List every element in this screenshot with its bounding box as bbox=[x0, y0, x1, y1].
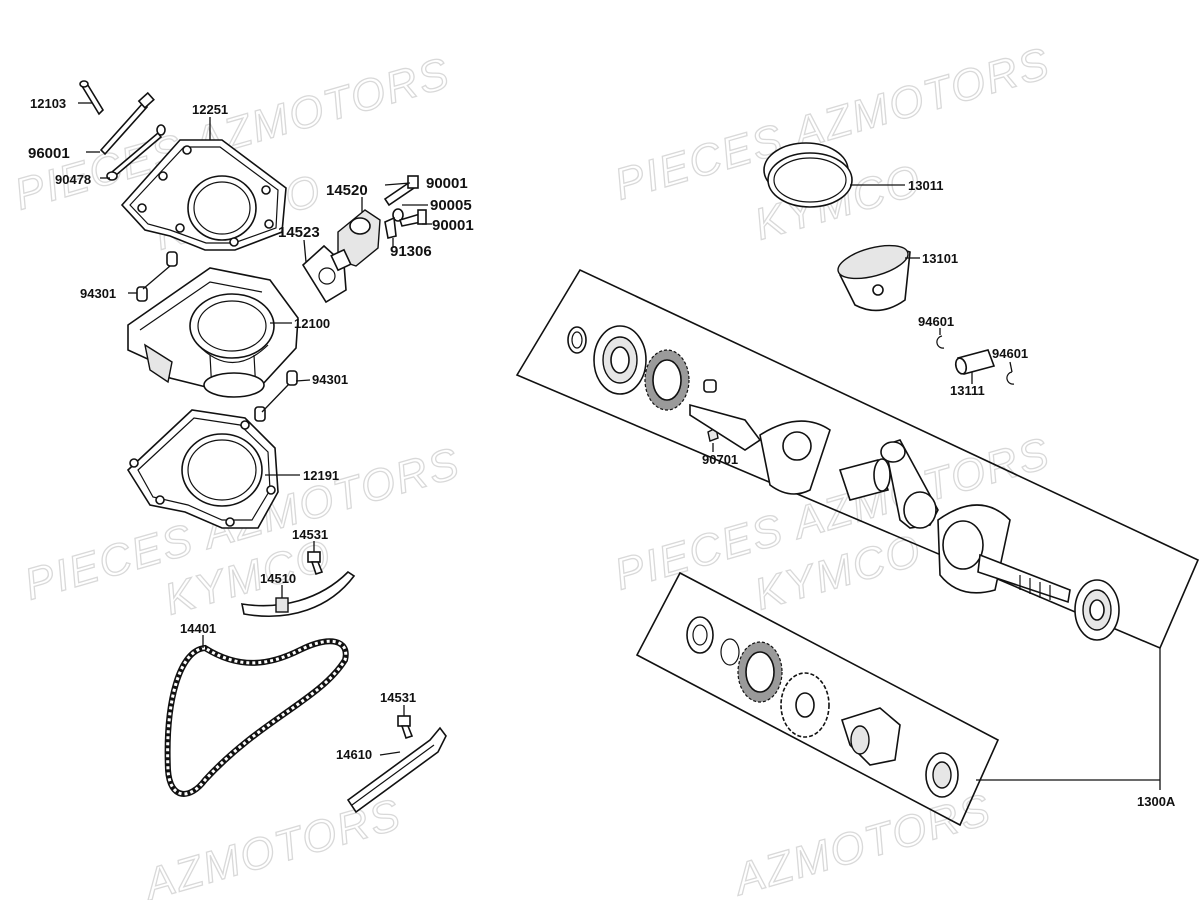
label-90001-b: 90001 bbox=[432, 217, 474, 234]
label-1300A: 1300A bbox=[1137, 794, 1176, 809]
balancer-assembly-frame bbox=[635, 571, 1000, 827]
label-94601-a: 94601 bbox=[918, 314, 954, 329]
label-13011: 13011 bbox=[908, 178, 943, 193]
chain-guide-14510-icon bbox=[240, 570, 356, 617]
label-94301-a: 94301 bbox=[80, 286, 116, 301]
leader-lines bbox=[78, 102, 1013, 756]
label-90001-a: 90001 bbox=[426, 175, 468, 192]
bolt-90001-icon bbox=[398, 209, 427, 227]
cam-chain-14401-icon bbox=[164, 638, 349, 797]
label-96001: 96001 bbox=[28, 145, 70, 162]
label-94601-b: 94601 bbox=[992, 346, 1028, 361]
label-14520: 14520 bbox=[326, 182, 368, 199]
label-90701: 90701 bbox=[702, 452, 738, 467]
label-91306: 91306 bbox=[390, 243, 432, 260]
balancer-shaft-icon bbox=[686, 616, 959, 798]
label-14610: 14610 bbox=[336, 747, 372, 762]
watermark-text: AZMOTORS bbox=[726, 785, 997, 900]
piston-13101-icon bbox=[837, 244, 911, 312]
pivot-bolt-14531-icon bbox=[397, 715, 414, 740]
label-14510: 14510 bbox=[260, 571, 296, 586]
washer-90005-icon bbox=[392, 208, 404, 222]
dowel-pin-94301-icon bbox=[136, 251, 178, 302]
label-14531-b: 14531 bbox=[380, 690, 416, 705]
watermark-text: AZMOTORS bbox=[136, 790, 407, 900]
screw-91306-icon bbox=[384, 216, 397, 239]
part-labels: 12103 96001 90478 12251 14520 90001 9000… bbox=[28, 96, 1176, 809]
label-12100: 12100 bbox=[294, 316, 330, 331]
circlip-94601-icon bbox=[936, 335, 945, 349]
bolt-90478-icon bbox=[106, 124, 166, 181]
cylinder-block-12100-icon bbox=[127, 267, 299, 398]
piston-rings-13011-icon bbox=[763, 142, 853, 208]
chain-tensioner-14520-icon bbox=[330, 209, 381, 272]
label-14523: 14523 bbox=[278, 224, 320, 241]
circlip-94601-icon bbox=[1006, 371, 1015, 385]
label-13111: 13111 bbox=[950, 383, 985, 398]
piston-pin-13111-icon bbox=[954, 349, 996, 375]
dowel-pin-94301-icon bbox=[254, 370, 298, 422]
label-90478: 90478 bbox=[55, 172, 91, 187]
label-14531-a: 14531 bbox=[292, 527, 328, 542]
label-13101: 13101 bbox=[922, 251, 958, 266]
label-90005: 90005 bbox=[430, 197, 472, 214]
chain-guide-14610-icon bbox=[346, 726, 447, 814]
label-14401: 14401 bbox=[180, 621, 216, 636]
pivot-bolt-14531-icon bbox=[307, 551, 324, 576]
label-12191: 12191 bbox=[303, 468, 339, 483]
label-12251: 12251 bbox=[192, 102, 228, 117]
label-94301-b: 94301 bbox=[312, 372, 348, 387]
bolt-96001-icon bbox=[99, 91, 155, 156]
crankshaft-assembly-icon bbox=[567, 325, 1120, 641]
bolt-12103-icon bbox=[79, 80, 105, 116]
bolt-90001-icon bbox=[383, 175, 419, 207]
head-gasket-12251-icon bbox=[120, 139, 287, 251]
base-gasket-12191-icon bbox=[126, 409, 279, 529]
group-bracket bbox=[976, 648, 1161, 790]
label-12103: 12103 bbox=[30, 96, 66, 111]
